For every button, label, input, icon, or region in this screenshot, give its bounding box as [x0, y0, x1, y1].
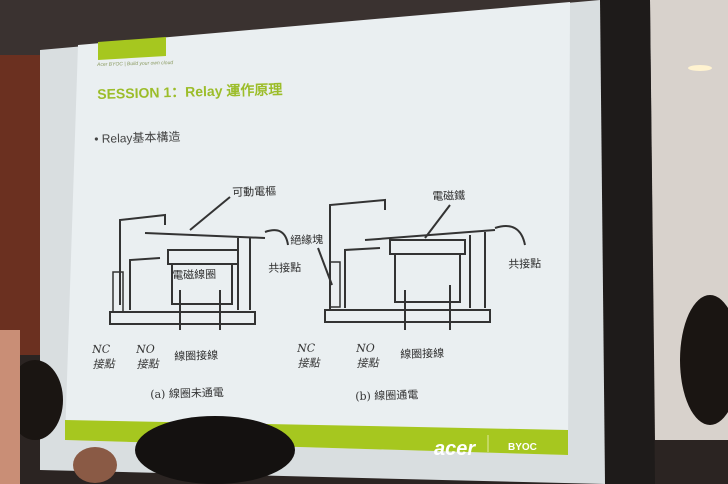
- slide: [65, 2, 570, 455]
- nc-b-text: NC: [297, 341, 316, 355]
- byoc-logo: BYOC: [508, 442, 537, 453]
- label-insulator: 絕緣塊: [290, 234, 324, 247]
- label-magnet: 電磁鐵: [432, 190, 466, 203]
- bullet-text: Relay基本構造: [101, 129, 181, 146]
- relay-diagram-a: [109, 196, 289, 330]
- no-b-sub: 接點: [356, 356, 379, 370]
- audience-head: [680, 295, 728, 425]
- bullet-item: • Relay基本構造: [94, 129, 181, 146]
- label-common-a: 共接點: [268, 262, 302, 275]
- no-a-sub: 接點: [136, 357, 159, 371]
- wall-left: [0, 55, 45, 355]
- label-common-b: 共接點: [508, 258, 542, 271]
- ceiling-light: [688, 65, 712, 71]
- audience-hand: [0, 330, 20, 484]
- caption-b: (b) 線圈通電: [355, 388, 419, 403]
- relay-diagram-b: [317, 198, 526, 330]
- label-armature: 可動電樞: [232, 185, 277, 199]
- label-coil-wire-a: 線圈接線: [174, 349, 219, 363]
- nc-a-text: NC: [92, 342, 111, 356]
- acer-logo: acer: [434, 438, 476, 460]
- audience-head: [135, 416, 295, 484]
- no-a-text: NO: [136, 342, 155, 356]
- label-coil: 電磁線圈: [172, 268, 217, 282]
- caption-a: (a) 線圈未通電: [150, 386, 225, 401]
- audience-head: [7, 360, 63, 440]
- audience-hand: [73, 447, 117, 483]
- nc-b-sub: 接點: [297, 356, 320, 370]
- label-coil-wire-b: 線圈接線: [400, 347, 445, 361]
- nc-a-sub: 接點: [92, 357, 115, 371]
- slide-header-bar: [98, 37, 166, 60]
- no-b-text: NO: [356, 341, 375, 355]
